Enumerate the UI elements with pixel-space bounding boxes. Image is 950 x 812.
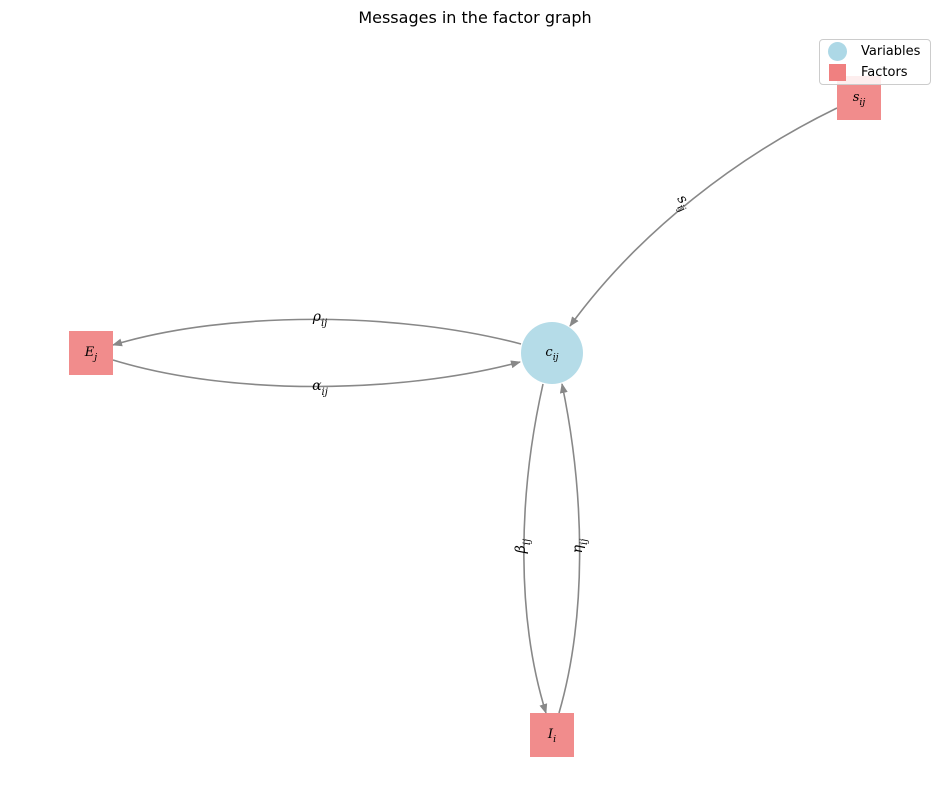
message-edge-c-to-E	[112, 318, 522, 347]
node-label-s: sij	[853, 90, 866, 109]
labels-layer: sij ρij αij βij ηij	[312, 192, 695, 554]
message-edge-c-to-I	[523, 383, 548, 714]
factor-swatch-icon	[829, 63, 846, 81]
factor-node-E	[69, 331, 113, 375]
edge-label-E-to-c: αij	[312, 378, 328, 398]
message-edge-I-to-c	[558, 383, 581, 714]
edge-label-I-to-c: ηij	[570, 539, 590, 554]
legend-item-variables: Variables	[828, 41, 920, 61]
legend-label-factors: Factors	[861, 64, 908, 80]
message-edge-E-to-c	[112, 359, 521, 388]
variable-swatch-icon	[828, 41, 847, 61]
edge-label-s-to-c: sij	[671, 192, 695, 214]
variable-node-c	[521, 322, 583, 384]
node-label-I: Ii	[547, 727, 556, 746]
edges-layer	[112, 107, 838, 714]
diagram-title: Messages in the factor graph	[358, 8, 592, 27]
node-label-E: Ej	[84, 345, 98, 364]
legend-label-variables: Variables	[861, 43, 921, 59]
edge-label-c-to-E: ρij	[312, 309, 328, 329]
message-edge-s-to-c	[569, 107, 838, 327]
factor-node-I	[530, 713, 574, 757]
legend: Variables Factors	[819, 39, 931, 85]
node-label-c: cij	[545, 345, 558, 364]
edge-label-c-to-I: βij	[513, 539, 533, 554]
legend-item-factors: Factors	[828, 62, 908, 82]
